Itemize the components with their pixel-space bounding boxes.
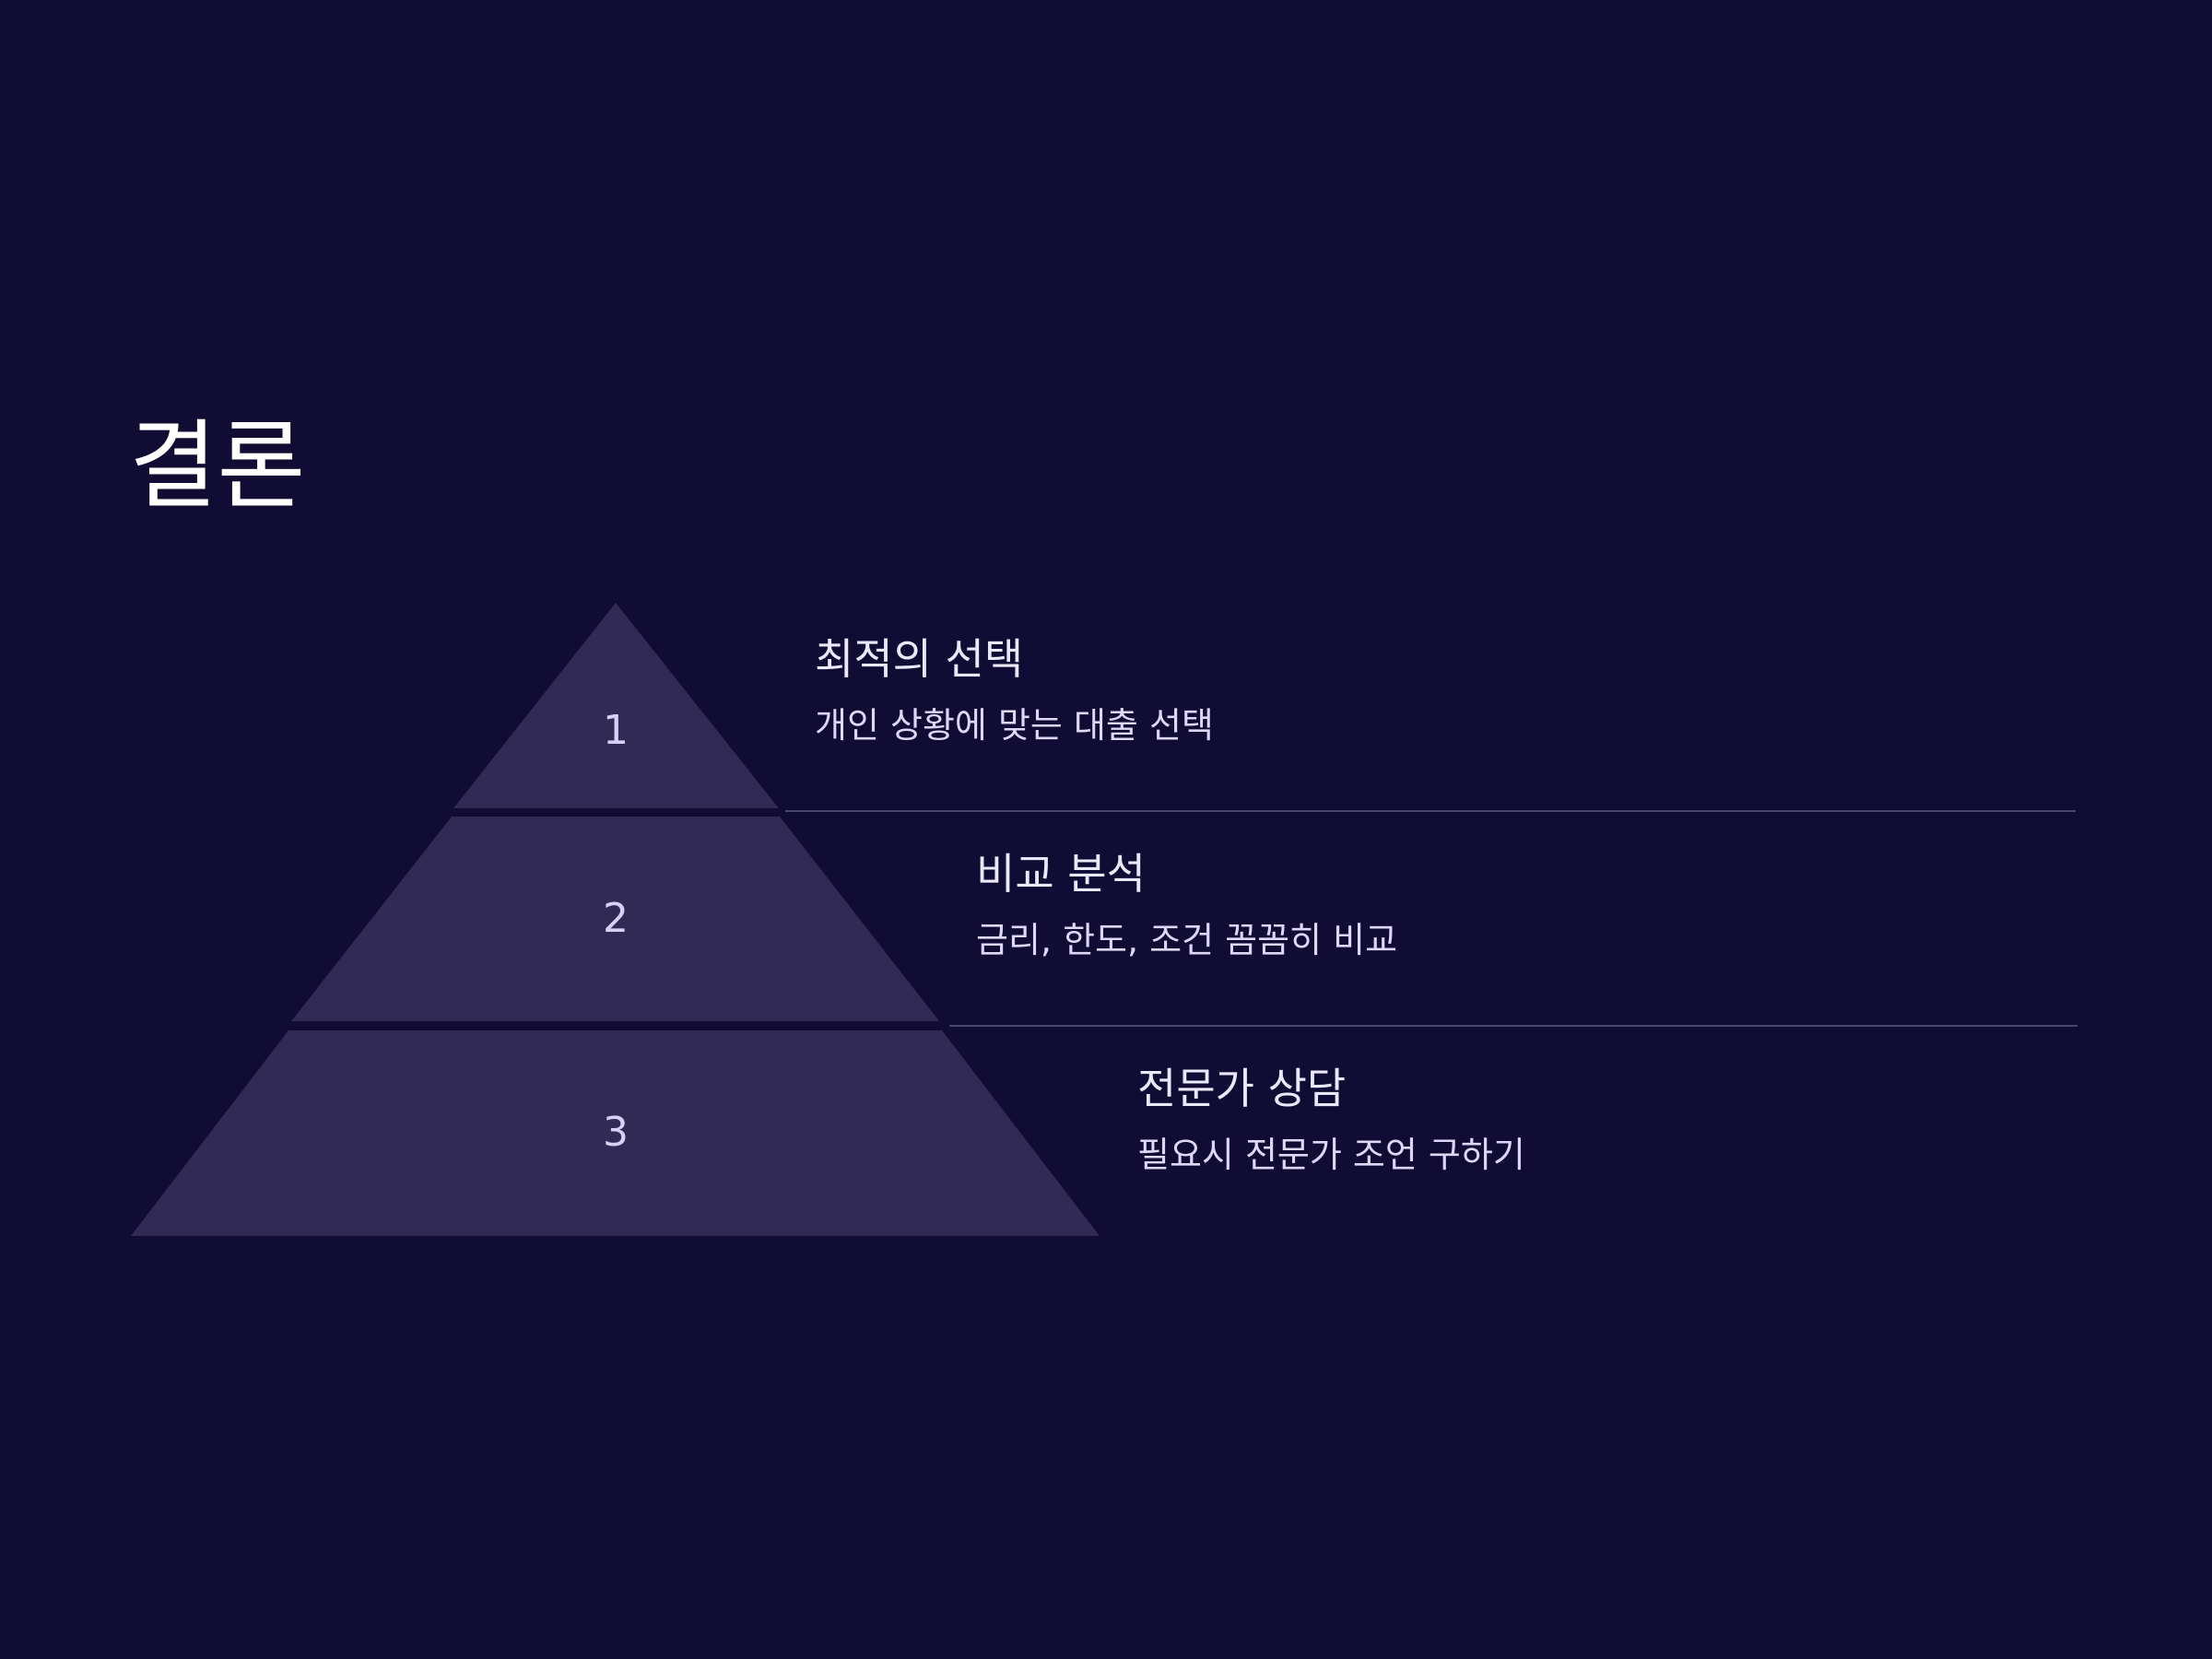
pyramid-tier-1 [453, 603, 779, 808]
step-2-heading: 비교 분석 [976, 849, 1146, 899]
tier-number-2: 2 [603, 895, 629, 942]
step-3-text: 전문가 상담 필요시 전문가 조언 구하기 [1137, 1064, 1525, 1177]
tier-number-3: 3 [603, 1109, 629, 1156]
step-3-description: 필요시 전문가 조언 구하기 [1137, 1135, 1525, 1176]
tier-number-1: 1 [603, 707, 629, 754]
step-2-description: 금리, 한도, 조건 꼼꼼히 비교 [976, 920, 1398, 961]
step-1-description: 개인 상황에 맞는 대출 선택 [815, 705, 1214, 747]
step-1-text: 최적의 선택 개인 상황에 맞는 대출 선택 [815, 634, 1214, 747]
page-title: 결론 [129, 409, 306, 522]
pyramid-tier-3 [131, 1030, 1100, 1236]
step-3-heading: 전문가 상담 [1137, 1064, 1347, 1113]
step-2-text: 비교 분석 금리, 한도, 조건 꼼꼼히 비교 [976, 849, 1397, 962]
pyramid-tier-2 [291, 817, 939, 1021]
step-1-heading: 최적의 선택 [815, 634, 1024, 684]
